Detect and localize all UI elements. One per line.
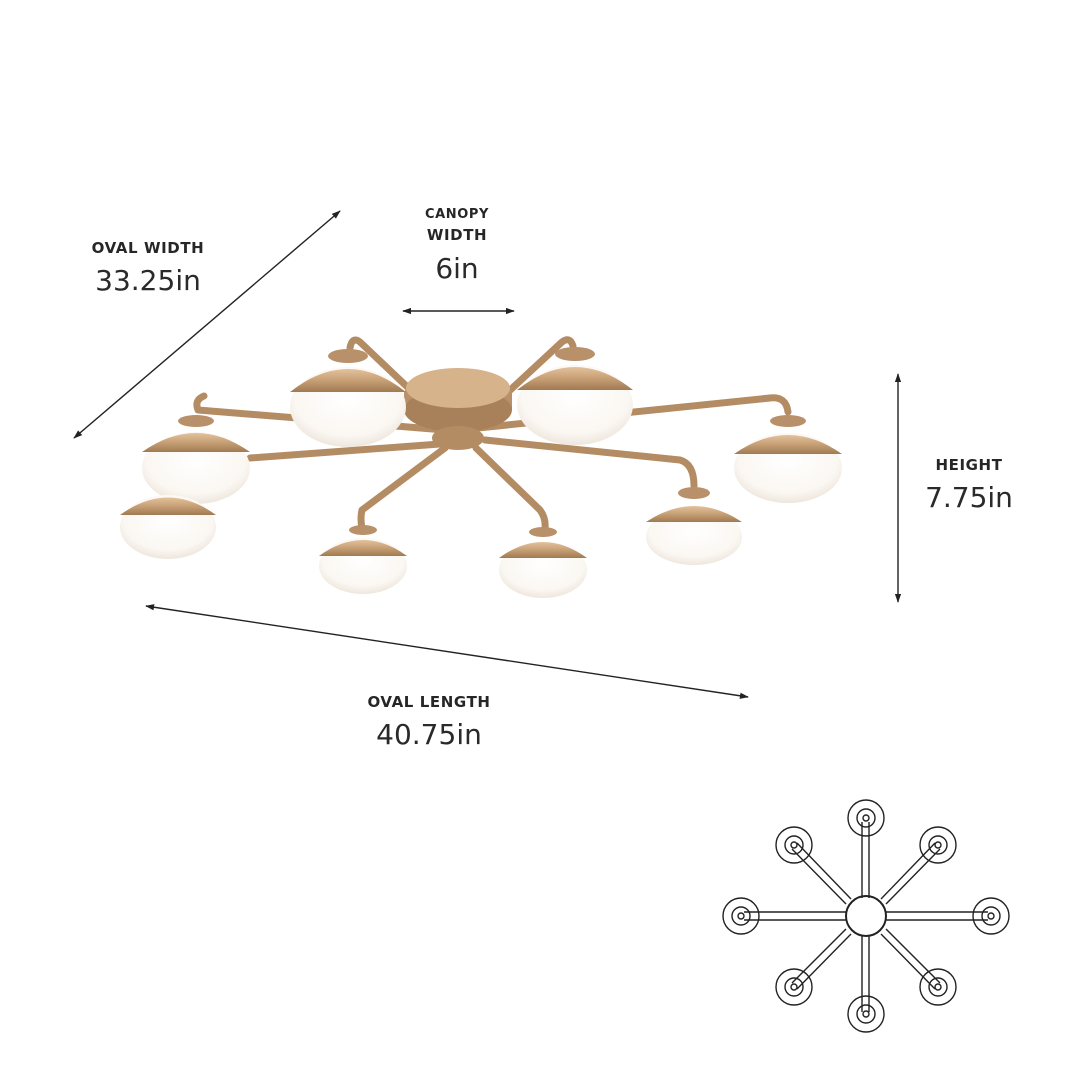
shade-front-left (319, 525, 407, 594)
schematic-lamp-bottom-left (775, 968, 813, 1006)
schematic-lamp-right (972, 897, 1010, 935)
schematic-canopy (845, 895, 887, 937)
canopy-width-label-line1: CANOPY (424, 207, 490, 222)
oval-width-value: 33.25in (95, 264, 201, 297)
shade-front-right (499, 527, 587, 598)
canopy-width-label-line2: WIDTH (426, 226, 488, 244)
height-value: 7.75in (925, 481, 1013, 514)
top-view-schematic (722, 799, 1010, 1033)
schematic-spokes (744, 822, 988, 1012)
oval-length-value: 40.75in (376, 718, 482, 751)
height-label: HEIGHT (935, 456, 1003, 474)
canopy-width-value: 6in (435, 252, 479, 285)
schematic-lamp-top (847, 799, 885, 837)
shade-back-right (517, 347, 633, 445)
fixture-arms (193, 336, 792, 532)
chandelier-illustration (120, 336, 842, 598)
shade-upper-left (142, 415, 250, 504)
canopy (404, 368, 512, 450)
schematic-lamp-left (722, 897, 760, 935)
schematic-lamp-top-left (775, 826, 813, 864)
shade-back-left (290, 349, 406, 447)
schematic-lamp-top-right (919, 826, 957, 864)
schematic-lamp-bottom (847, 995, 885, 1033)
oval-width-label: OVAL WIDTH (91, 239, 205, 257)
oval-width-arrow (73, 210, 341, 439)
shade-lower-left (120, 495, 216, 559)
oval-length-label: OVAL LENGTH (367, 693, 491, 711)
schematic-lamp-bottom-right (919, 968, 957, 1006)
shade-upper-right (734, 415, 842, 503)
shade-lower-right (646, 487, 742, 565)
oval-length-arrow (145, 604, 749, 699)
